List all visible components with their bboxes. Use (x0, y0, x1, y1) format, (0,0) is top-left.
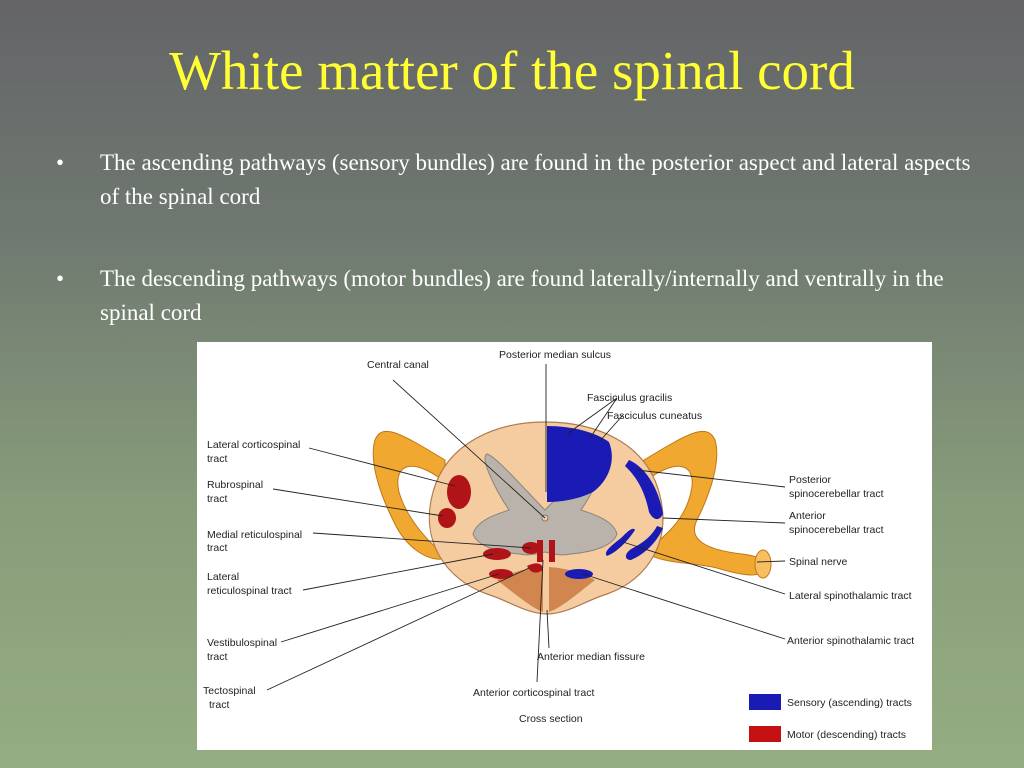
slide-title: White matter of the spinal cord (169, 40, 855, 101)
label-lateral-corticospinal-line2: tract (207, 453, 228, 465)
label-vestibulospinal-line2: tract (207, 651, 228, 663)
label-anterior-median-fissure: Anterior median fissure (537, 651, 645, 663)
anterior-corticospinal-tract (537, 540, 555, 562)
bullet-item-ascending: • The ascending pathways (sensory bundle… (56, 146, 976, 214)
lateral-corticospinal-tract (447, 475, 471, 509)
spinal-nerve-end (754, 549, 772, 579)
label-anterior-spinothalamic: Anterior spinothalamic tract (787, 635, 914, 647)
bullet-marker: • (56, 150, 65, 175)
bullet-text: The descending pathways (motor bundles) … (100, 266, 944, 325)
label-lateral-corticospinal: Lateral corticospinal (207, 439, 300, 451)
rubrospinal-tract (438, 508, 456, 528)
label-anterior-spinocerebellar-line2: spinocerebellar tract (789, 524, 884, 536)
leader-lines (266, 364, 786, 691)
bullet-item-descending: • The descending pathways (motor bundles… (56, 262, 976, 330)
right-spinal-nerve (643, 430, 768, 576)
legend-label-motor: Motor (descending) tracts (787, 729, 906, 741)
vestibulospinal-tract (489, 569, 513, 579)
anterior-spinocerebellar-tract (625, 526, 663, 560)
spinal-cord-illustration: Posterior median sulcus Central canal Fa… (203, 349, 914, 742)
label-medial-reticulospinal: Medial reticulospinal (207, 529, 302, 541)
lateral-reticulospinal-tract (483, 548, 511, 560)
label-rubrospinal-line2: tract (207, 493, 228, 505)
label-cross-section: Cross section (519, 713, 583, 725)
label-posterior-spinocerebellar-line2: spinocerebellar tract (789, 488, 884, 500)
label-posterior-median-sulcus: Posterior median sulcus (499, 349, 611, 361)
label-lateral-reticulospinal: Lateral (207, 571, 239, 583)
label-anterior-spinocerebellar: Anterior (789, 510, 826, 522)
legend-swatch-sensory (749, 694, 781, 710)
label-central-canal: Central canal (367, 359, 429, 371)
fasciculus-gracilis-tract (547, 426, 612, 502)
bullet-marker: • (56, 266, 65, 291)
lateral-spinothalamic-tract (605, 528, 635, 556)
tectospinal-tract (527, 563, 543, 573)
anterior-column (497, 567, 543, 612)
legend-label-sensory: Sensory (ascending) tracts (787, 697, 912, 709)
label-posterior-spinocerebellar: Posterior (789, 474, 832, 486)
label-vestibulospinal: Vestibulospinal (207, 637, 277, 649)
left-spinal-nerve (372, 430, 448, 560)
label-tectospinal-line2: tract (209, 699, 230, 711)
spinal-cord-diagram: Posterior median sulcus Central canal Fa… (197, 342, 932, 750)
label-medial-reticulospinal-line2: tract (207, 542, 228, 554)
label-fasciculus-gracilis: Fasciculus gracilis (587, 392, 672, 404)
legend-swatch-motor (749, 726, 781, 742)
bullet-list: • The ascending pathways (sensory bundle… (56, 146, 976, 378)
label-tectospinal: Tectospinal (203, 685, 256, 697)
label-lateral-spinothalamic: Lateral spinothalamic tract (789, 590, 912, 602)
label-anterior-corticospinal: Anterior corticospinal tract (473, 687, 594, 699)
label-rubrospinal: Rubrospinal (207, 479, 263, 491)
label-spinal-nerve: Spinal nerve (789, 556, 848, 568)
label-fasciculus-cuneatus: Fasciculus cuneatus (607, 410, 702, 422)
anterior-spinothalamic-tract (565, 569, 593, 579)
posterior-spinocerebellar-tract (625, 460, 663, 520)
bullet-text: The ascending pathways (sensory bundles)… (100, 150, 971, 209)
label-lateral-reticulospinal-line2: reticulospinal tract (207, 585, 292, 597)
